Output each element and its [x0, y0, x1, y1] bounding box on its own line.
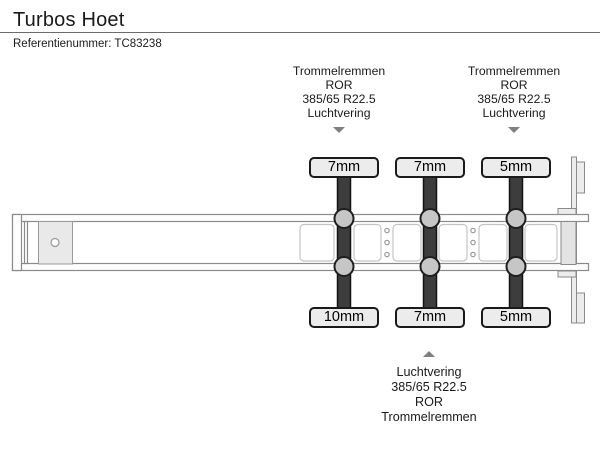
chassis-top-flange [11, 213, 590, 223]
axle-1-top-measurement: 7mm [309, 157, 379, 178]
annotation-line: Luchtvering [482, 106, 546, 120]
annotation-line: ROR [500, 78, 528, 92]
chassis-front-endcap [11, 213, 23, 272]
annotation-line: 385/65 R22.5 [302, 92, 376, 106]
annotation-line: Luchtvering [307, 106, 371, 120]
annotation-line: ROR [325, 78, 353, 92]
rear-end-web [560, 221, 577, 265]
axle-3 [505, 175, 527, 311]
header-divider [0, 32, 600, 33]
axle-1-bar [336, 175, 352, 311]
annotation-line: 385/65 R22.5 [391, 380, 467, 394]
axle-2-top-hub [419, 208, 441, 229]
chassis-bottom-flange [11, 262, 590, 272]
axle-3-top-measurement: 5mm [481, 157, 551, 178]
axle-2 [419, 175, 441, 311]
annotation-line: Trommelremmen [292, 64, 386, 78]
axle-2-bottom-hub [419, 256, 441, 277]
annotation-line: Trommelremmen [381, 410, 477, 424]
axle2-annotation: Luchtvering 385/65 R22.5 ROR Trommelremm… [344, 351, 514, 425]
crossmember-bolt-holes-2 [470, 227, 476, 258]
axle3-annotation: Trommelremmen ROR 385/65 R22.5 Luchtveri… [429, 64, 599, 133]
axle-2-top-measurement: 7mm [395, 157, 465, 178]
axle-3-top-hub [505, 208, 527, 229]
arrow-up-icon [423, 351, 435, 357]
axle-2-bar [422, 175, 438, 311]
chassis-beam [11, 213, 590, 272]
reference-number: Referentienummer: TC83238 [13, 38, 162, 50]
web-panels [299, 223, 558, 262]
chassis-front-divider [23, 220, 29, 265]
arrow-down-icon [508, 127, 520, 133]
annotation-line: ROR [415, 395, 443, 409]
annotation-line: Luchtvering [396, 365, 462, 379]
axle-2-bottom-measurement: 7mm [395, 307, 465, 328]
axle1-annotation: Trommelremmen ROR 385/65 R22.5 Luchtveri… [254, 64, 424, 133]
axle-1-top-hub [333, 208, 355, 229]
axle-1 [333, 175, 355, 311]
axle-3-bottom-hub [505, 256, 527, 277]
axle-3-bar [508, 175, 524, 311]
axle-3-bottom-measurement: 5mm [481, 307, 551, 328]
kingpin [50, 237, 60, 248]
crossmember-bolt-holes-1 [384, 227, 390, 258]
arrow-down-icon [333, 127, 345, 133]
axle-1-bottom-hub [333, 256, 355, 277]
annotation-line: 385/65 R22.5 [477, 92, 551, 106]
kingpin-plate [38, 221, 73, 265]
axle-1-bottom-measurement: 10mm [309, 307, 379, 328]
page-title: Turbos Hoet [13, 9, 125, 31]
annotation-line: Trommelremmen [467, 64, 561, 78]
